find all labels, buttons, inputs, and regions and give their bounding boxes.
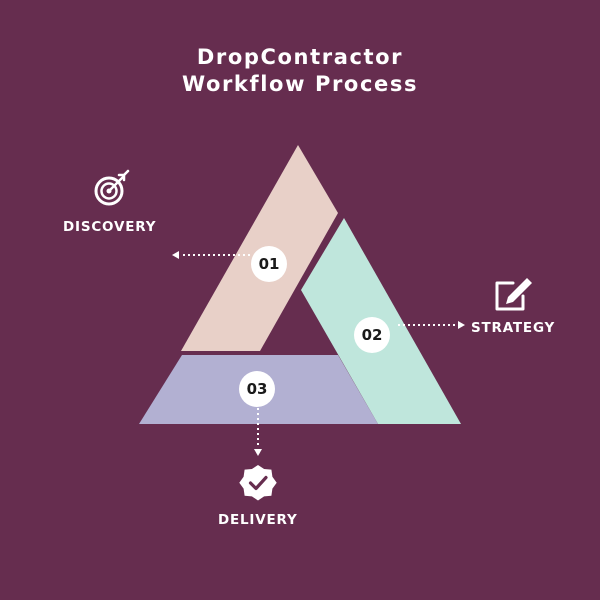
stage-label-delivery: DELIVERY [218, 512, 298, 528]
step-number-01: 01 [259, 255, 280, 273]
title-line-2: Workflow Process [181, 72, 419, 96]
delivery-connector [254, 408, 262, 456]
stage-label-discovery: DISCOVERY [63, 219, 157, 235]
step-badge-03: 03 [239, 371, 275, 407]
strategy-connector [398, 321, 465, 329]
target-icon [94, 169, 130, 206]
title-line-1: DropContractor [196, 45, 404, 69]
step-badge-01: 01 [251, 246, 287, 282]
verified-badge-icon [239, 465, 277, 501]
step-badge-02: 02 [354, 317, 390, 353]
edit-icon [495, 278, 532, 311]
discovery-connector [172, 251, 250, 259]
step-number-03: 03 [247, 380, 268, 398]
discovery-segment [181, 145, 338, 351]
stage-label-strategy: STRATEGY [471, 320, 556, 336]
step-number-02: 02 [362, 326, 383, 344]
page-title: DropContractor Workflow Process [0, 44, 600, 98]
